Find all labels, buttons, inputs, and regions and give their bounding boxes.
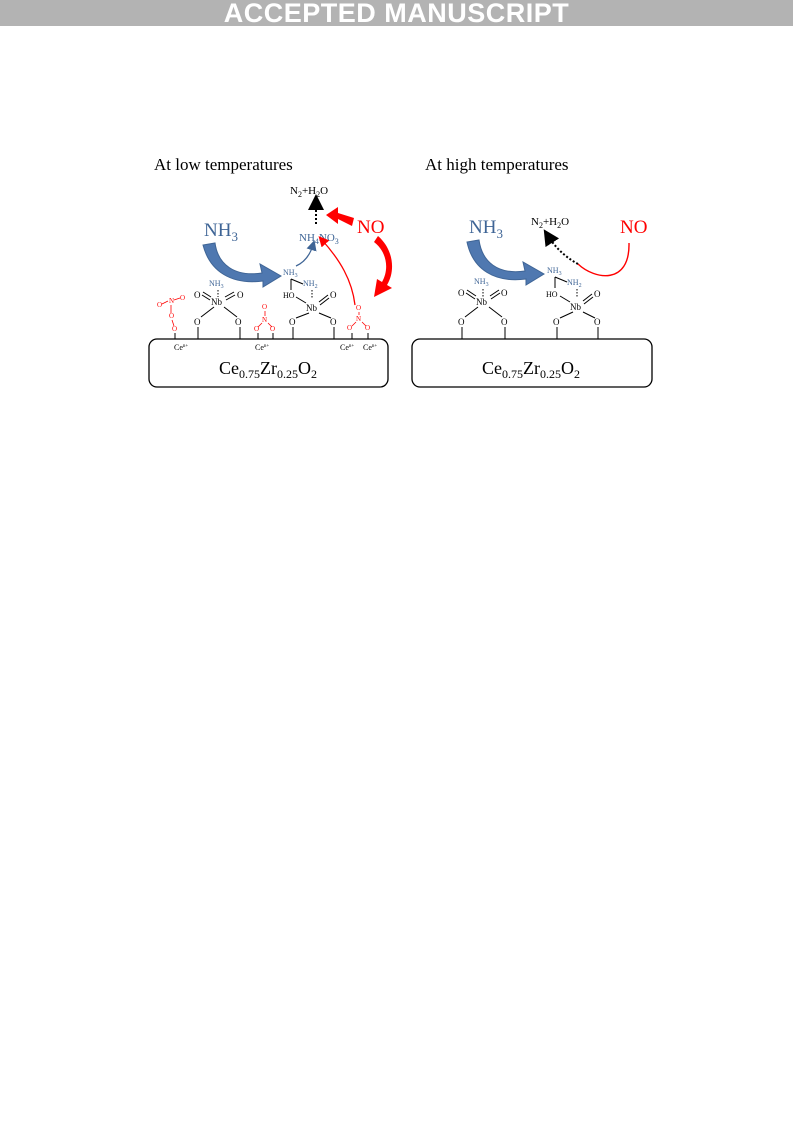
right-nb1-o-lower-right: O <box>501 317 508 327</box>
svg-text:N: N <box>169 297 174 305</box>
right-nb1-bond <box>490 292 501 300</box>
ce-site-label: Cen+ <box>340 343 354 352</box>
low-temperature-panel: At low temperatures N2+H2O NH4NO3 NH3 NO… <box>148 155 393 388</box>
left-nb2-ho: HO <box>283 291 295 300</box>
right-nb2-nh2: NH2 <box>567 278 582 289</box>
high-temperature-panel: At high temperatures N2+H2O NH3 NO NH3 N… <box>411 155 653 388</box>
left-nitrate-to-nh4no3-arrow <box>318 236 356 306</box>
nh4no3-label: NH4NO3 <box>299 232 339 246</box>
right-support-label: Ce0.75Zr0.25O2 <box>482 358 580 381</box>
svg-text:O: O <box>254 325 259 333</box>
svg-text:N: N <box>262 316 267 324</box>
right-nb1-o-right: O <box>501 288 508 298</box>
right-dotted-product-arrow <box>543 229 579 265</box>
nitrate-species-middle: O N O O <box>254 303 275 339</box>
svg-text:O: O <box>365 324 370 332</box>
left-nb2-o-lower-left: O <box>289 317 296 327</box>
left-nb1-nh3: NH3 <box>209 279 224 290</box>
left-nb1-o-right: O <box>237 290 244 300</box>
right-nb1-bond <box>466 289 477 297</box>
right-nb2-o-lower-left: O <box>553 317 560 327</box>
right-nb1-bond <box>489 289 500 297</box>
svg-text:O: O <box>270 325 275 333</box>
right-nb2-bond <box>559 311 574 319</box>
right-nb1-o-left: O <box>458 288 465 298</box>
right-nh3-label: NH3 <box>469 217 503 241</box>
right-nb2-o-right: O <box>594 289 601 299</box>
right-nb2-bond <box>582 293 593 302</box>
svg-text:O: O <box>169 312 174 320</box>
left-nb2-nh3: NH3 <box>283 268 298 279</box>
svg-text:O: O <box>356 304 361 312</box>
svg-text:O: O <box>180 294 185 302</box>
left-nh3-to-nh4no3-arrow <box>295 240 317 267</box>
right-nh3-blue-arrow <box>466 239 545 286</box>
svg-text:O: O <box>172 325 177 333</box>
left-nb2-bond <box>290 278 304 285</box>
left-support-box <box>148 338 389 388</box>
right-nb1-nh3: NH3 <box>474 277 489 288</box>
left-nb2-bond <box>295 296 307 304</box>
low-temp-title: At low temperatures <box>154 155 293 174</box>
right-nb1-o-lower-left: O <box>458 317 465 327</box>
left-nb1-o-lower-left: O <box>194 317 201 327</box>
right-nb2-bond <box>583 296 594 305</box>
left-nb2-label: Nb <box>306 303 317 313</box>
high-temp-title: At high temperatures <box>425 155 569 174</box>
left-nb2-bond <box>319 297 330 306</box>
left-nb1-bond <box>225 294 236 301</box>
right-nb2-ho: HO <box>546 290 558 299</box>
left-nb2-o-lower-right: O <box>330 317 337 327</box>
left-no-to-nitrate-arrow <box>374 236 393 297</box>
left-nb1-bond <box>200 306 215 318</box>
left-support-label: Ce0.75Zr0.25O2 <box>219 358 317 381</box>
ce-site-label: Cen+ <box>363 343 377 352</box>
svg-text:O: O <box>157 301 162 309</box>
left-nb1-bond <box>202 291 212 298</box>
right-support-box <box>411 338 653 388</box>
left-nb2-bond <box>295 312 310 319</box>
left-nb2-nh2: NH2 <box>303 279 318 290</box>
svg-text:N: N <box>356 315 361 323</box>
left-nh3-label: NH3 <box>204 220 238 244</box>
ce-site-label: Cen+ <box>174 343 188 352</box>
right-nb1-bond <box>488 306 503 318</box>
left-nb1-label: Nb <box>211 297 222 307</box>
left-no-label: NO <box>357 217 384 238</box>
right-nb2-o-lower-right: O <box>594 317 601 327</box>
left-nb1-o-left: O <box>194 290 201 300</box>
left-nb2-bond <box>318 312 332 319</box>
left-nb1-bond <box>223 306 238 318</box>
right-nb1-label: Nb <box>476 297 487 307</box>
nitrate-species-right: O N O O <box>347 304 370 339</box>
left-product-label: N2+H2O <box>290 185 328 199</box>
right-nb1-bond <box>465 292 476 300</box>
right-nb2-label: Nb <box>570 302 581 312</box>
left-nb2-o-right: O <box>330 290 337 300</box>
left-nh3-blue-arrow <box>202 242 282 288</box>
left-nb1-bond <box>224 291 235 298</box>
left-nb1-o-lower-right: O <box>235 317 242 327</box>
left-no-to-nh4no3-arrow <box>326 207 354 226</box>
right-nb1-bond <box>464 306 479 318</box>
right-no-red-curve <box>577 242 630 277</box>
svg-text:O: O <box>262 303 267 311</box>
left-nb1-bond <box>201 294 211 301</box>
svg-text:O: O <box>347 324 352 332</box>
right-no-label: NO <box>620 217 647 238</box>
left-nb2-bond <box>318 294 329 303</box>
accepted-manuscript-banner: ACCEPTED MANUSCRIPT <box>0 0 793 27</box>
right-nb2-bond <box>554 276 568 283</box>
nitrate-species-left: O N O O O <box>157 294 185 339</box>
ce-site-label: Cen+ <box>255 343 269 352</box>
right-nb2-bond <box>582 311 596 319</box>
right-nb2-nh3: NH3 <box>547 266 562 277</box>
right-nb2-bond <box>559 295 571 303</box>
right-product-label: N2+H2O <box>531 216 569 230</box>
